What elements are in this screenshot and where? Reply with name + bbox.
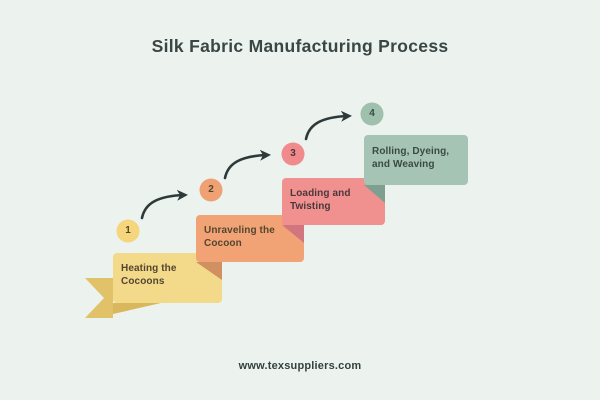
- website-url: www.texsuppliers.com: [238, 360, 362, 372]
- step1-number-circle: [116, 219, 140, 243]
- arrow-step1-to-step2: [140, 189, 188, 220]
- arrow-step3-to-step4: [304, 110, 352, 141]
- step1-number: 1: [125, 225, 131, 236]
- step2-label: Unraveling the Cocoon: [204, 225, 275, 249]
- step4-number: 4: [369, 108, 375, 119]
- step2-banner-shape: [196, 215, 304, 262]
- step3-label: Loading and Twisting: [290, 188, 351, 212]
- step2-number: 2: [208, 184, 214, 195]
- step2-fold-shape: [196, 262, 222, 280]
- ribbon-tail-fold-shape: [113, 303, 161, 314]
- step3-number: 3: [290, 148, 296, 159]
- page-title: Silk Fabric Manufacturing Process: [151, 36, 449, 56]
- ribbon-tail-shape: [85, 278, 113, 318]
- step3-number-circle: [281, 142, 305, 166]
- step1-label: Heating the Cocoons: [121, 263, 177, 287]
- step4-banner-shape: [364, 135, 468, 185]
- step2-number-circle: [199, 178, 223, 202]
- step3-banner-shape: [282, 178, 385, 225]
- arrow-step2-to-step3: [223, 149, 271, 180]
- step4-label: Rolling, Dyeing, and Weaving: [372, 146, 450, 170]
- step3-fold-shape: [282, 225, 304, 243]
- step4-fold-shape: [364, 185, 385, 203]
- step4-number-circle: [360, 102, 384, 126]
- step1-banner-shape: [113, 253, 222, 303]
